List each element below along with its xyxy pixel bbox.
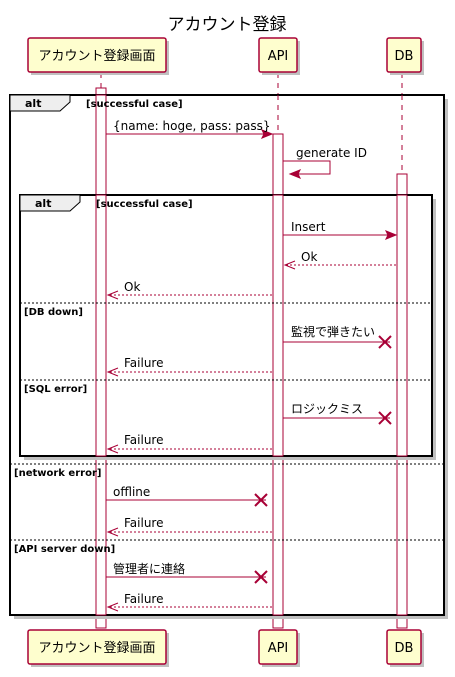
participant-screen-top-label: アカウント登録画面 — [38, 49, 155, 64]
message-6-lost-mark-b — [378, 335, 392, 349]
participant-screen-bottom — [27, 629, 167, 665]
participant-db-bottom-label: DB — [395, 641, 414, 656]
participant-screen-bottom-label: アカウント登録画面 — [38, 641, 155, 656]
message-13-label: Failure — [124, 592, 163, 606]
outer-guard-successful: [successful case] — [86, 99, 183, 110]
message-3-label: Insert — [291, 220, 326, 234]
inner-guard-successful: [successful case] — [96, 199, 193, 210]
participant-api-top-label: API — [268, 49, 289, 64]
message-11-arrowhead — [106, 527, 119, 537]
message-5-label: Ok — [124, 280, 140, 294]
message-12-lost-mark-b — [254, 570, 268, 584]
message-7-label: Failure — [124, 356, 163, 370]
participant-api-bottom — [258, 629, 298, 665]
message-12-label: 管理者に連絡 — [113, 561, 185, 576]
message-11-label: Failure — [124, 516, 163, 530]
inner-guard-db-down: [DB down] — [24, 307, 83, 318]
message-3-arrowhead — [384, 230, 398, 240]
message-4-label: Ok — [301, 250, 317, 264]
message-2-label: generate ID — [296, 146, 367, 160]
outer-guard-network-error: [network error] — [14, 468, 101, 479]
outer-frame-tab — [9, 94, 71, 112]
message-8-lost-mark-b — [378, 411, 392, 425]
message-5-arrowhead — [106, 290, 119, 300]
diagram-title: アカウント登録 — [168, 15, 287, 35]
message-9-arrowhead — [106, 444, 119, 454]
participant-db-bottom — [386, 629, 422, 665]
message-10-lost-mark-b — [254, 493, 268, 507]
participant-api-top — [258, 37, 298, 73]
message-9-label: Failure — [124, 433, 163, 447]
message-10-label: offline — [113, 485, 150, 499]
inner-frame-keyword: alt — [35, 197, 51, 210]
participant-db-top-label: DB — [395, 49, 414, 64]
outer-guard-api-down: [API server down] — [14, 544, 115, 555]
participant-db-top — [386, 37, 422, 73]
inner-alt-frame — [19, 194, 433, 457]
message-2-arrowhead — [288, 169, 302, 179]
message-1-arrowhead — [260, 129, 274, 139]
activation-api-inner — [272, 194, 284, 457]
outer-frame-keyword: alt — [25, 97, 41, 110]
activation-db-inner — [396, 194, 408, 457]
inner-guard-sql-error: [SQL error] — [24, 384, 87, 395]
message-8-label: ロジックミス — [291, 402, 363, 416]
inner-frame-tab — [19, 194, 81, 212]
message-4-arrowhead — [283, 260, 296, 270]
message-2-line — [283, 160, 331, 175]
participant-api-bottom-label: API — [268, 641, 289, 656]
message-6-label: 監視で弾きたい — [291, 324, 375, 339]
message-13-arrowhead — [106, 602, 119, 612]
message-7-arrowhead — [106, 367, 119, 377]
activation-screen-inner — [95, 194, 107, 457]
participant-screen-top — [27, 37, 167, 73]
message-1-label: {name: hoge, pass: pass} — [113, 119, 271, 133]
